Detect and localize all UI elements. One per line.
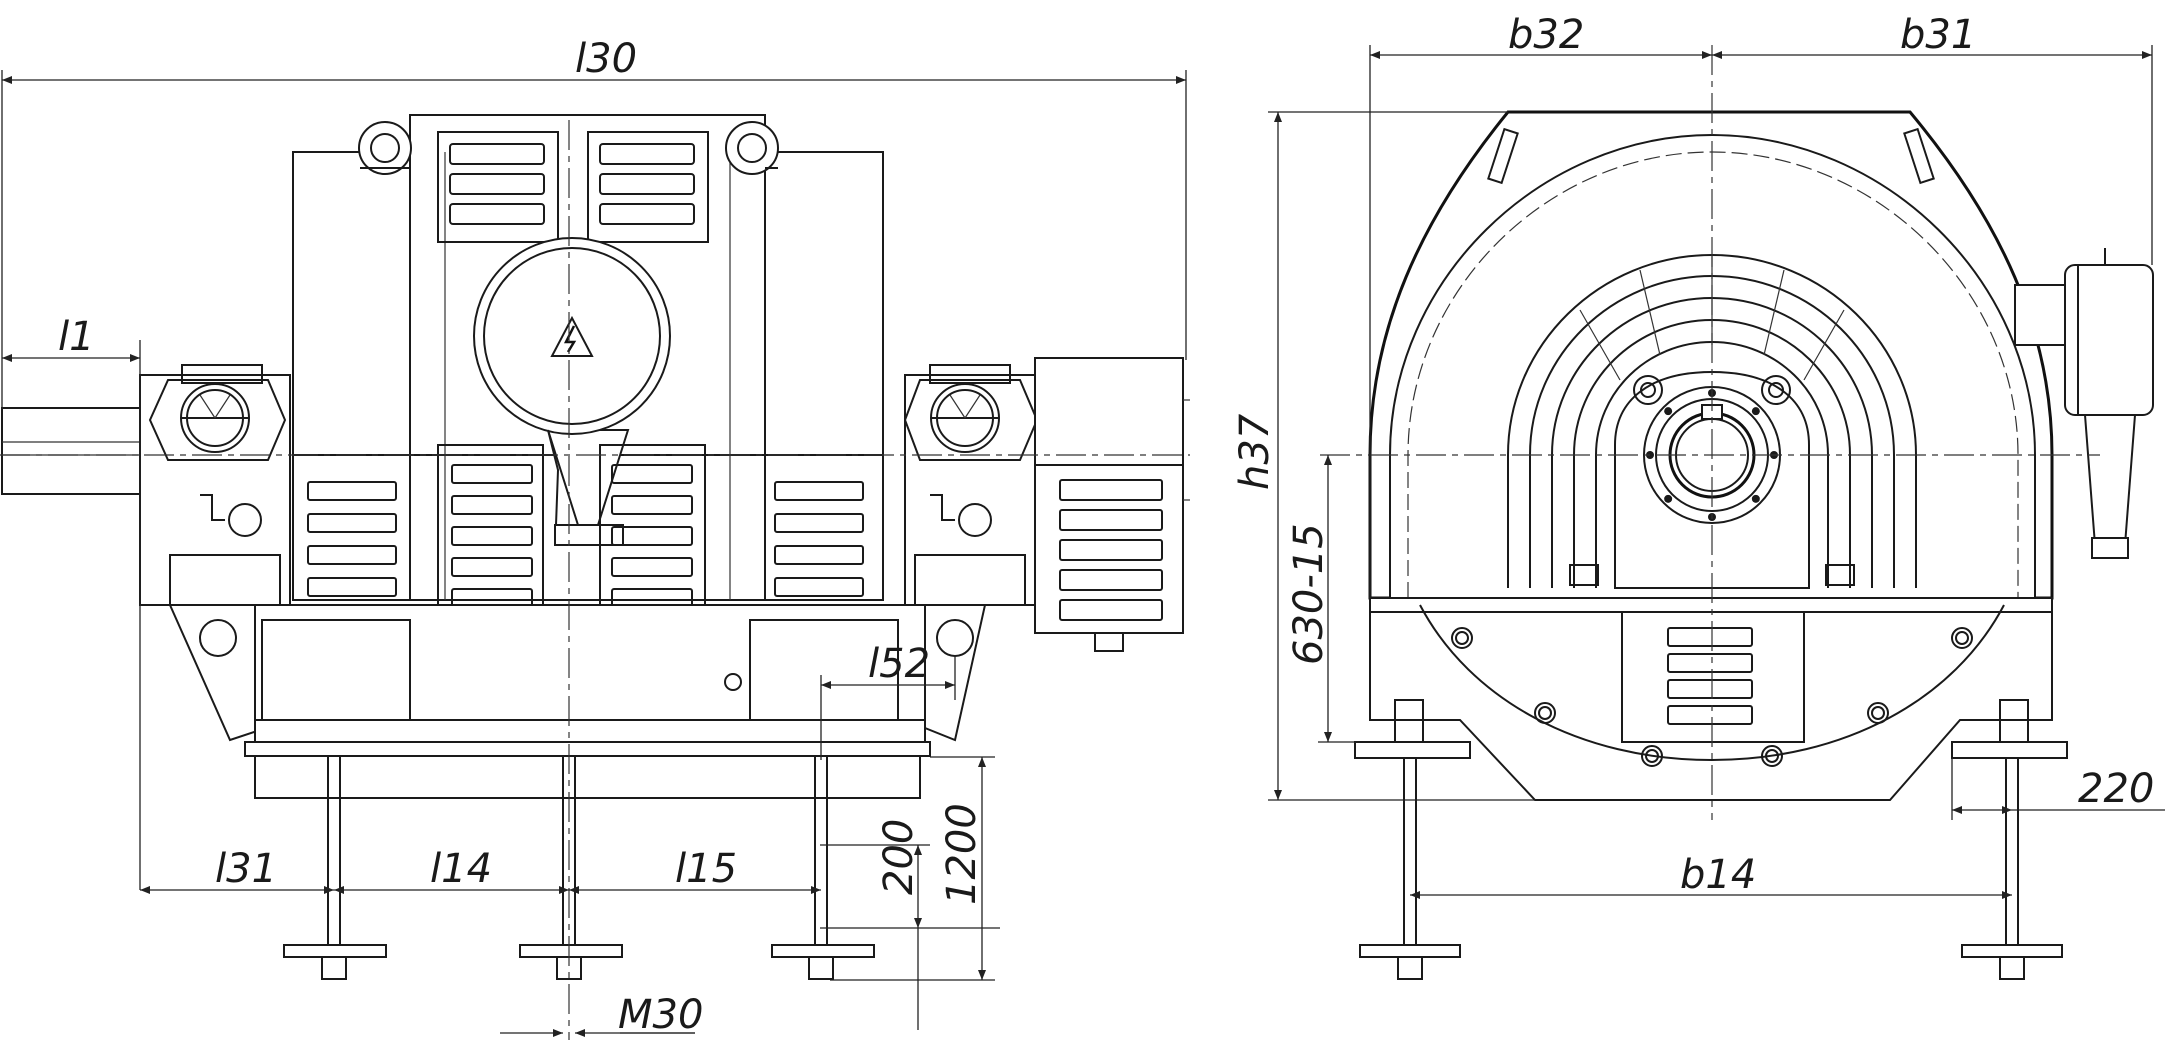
dim-label-630-15: 630-15 bbox=[1286, 523, 1332, 665]
dim-label-b31: b31 bbox=[1900, 12, 1976, 58]
dim-label-l15: l15 bbox=[675, 846, 737, 892]
dim-label-l52: l52 bbox=[868, 641, 930, 687]
cooler-box bbox=[1034, 357, 1190, 652]
side-louvers-left bbox=[307, 481, 397, 597]
dim-label-m30: M30 bbox=[618, 992, 703, 1038]
side-foundation-bolts bbox=[1359, 758, 2063, 980]
foundation-bolts bbox=[283, 756, 875, 980]
side-view bbox=[1320, 45, 2154, 980]
base-frame bbox=[168, 604, 987, 799]
top-louvers-right bbox=[587, 131, 709, 243]
dim-label-200: 200 bbox=[876, 819, 922, 895]
side-dimensions: b32 b31 h37 630-15 b14 220 bbox=[1232, 12, 2165, 899]
side-louvers-right bbox=[774, 481, 864, 597]
dim-label-l14: l14 bbox=[430, 846, 492, 892]
foundation-bolt bbox=[771, 756, 875, 980]
dim-label-l1: l1 bbox=[58, 314, 95, 360]
top-louvers-left bbox=[437, 131, 559, 243]
dim-label-l31: l31 bbox=[215, 846, 277, 892]
dim-label-l30: l30 bbox=[575, 36, 637, 82]
shaft bbox=[1, 407, 141, 495]
dim-label-h37: h37 bbox=[1232, 413, 1278, 490]
dim-label-220: 220 bbox=[2078, 766, 2154, 812]
side-cooler bbox=[2014, 248, 2154, 559]
front-view bbox=[0, 114, 1190, 1040]
casing-louvers bbox=[1621, 611, 1805, 743]
side-feet bbox=[1354, 699, 2068, 759]
front-dimensions: l30 l1 l31 l14 l15 l52 200 1200 M30 bbox=[1, 36, 1187, 1038]
high-voltage-warning-icon bbox=[550, 315, 594, 357]
terminal-box bbox=[473, 237, 671, 546]
dim-label-1200: 1200 bbox=[939, 803, 985, 905]
foundation-bolt bbox=[283, 756, 387, 980]
dim-label-b14: b14 bbox=[1680, 852, 1756, 898]
foundation-bolt bbox=[519, 756, 623, 980]
dim-label-b32: b32 bbox=[1508, 12, 1584, 58]
left-connection-box bbox=[139, 364, 291, 606]
right-connection-box bbox=[903, 364, 1056, 606]
